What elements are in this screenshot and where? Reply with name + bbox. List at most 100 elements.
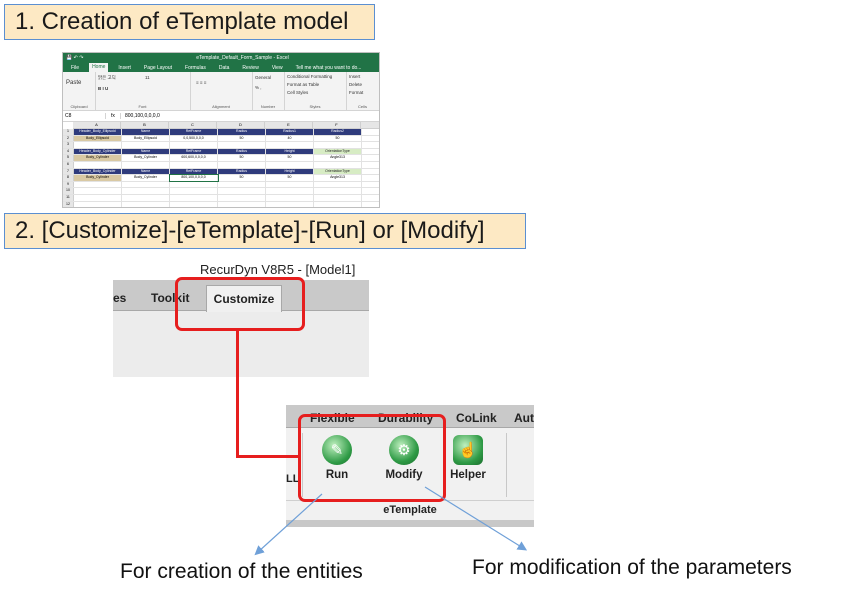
table-cell[interactable] [122,201,170,207]
tab-review[interactable]: Review [242,64,259,71]
delete-cells-button[interactable]: Delete [349,82,363,87]
tab-view[interactable]: View [271,64,283,71]
table-cell[interactable]: Body_Ellipsoid [122,135,170,142]
tab-formulas[interactable]: Formulas [185,64,206,71]
modify-button[interactable]: ⚙ Modify [379,435,429,481]
row-number[interactable]: 12 [63,201,74,207]
table-cell[interactable]: 600,600,0,0,0,0 [170,155,218,161]
row-number[interactable]: 8 [63,175,74,181]
table-cell[interactable]: Radius [218,129,266,135]
table-cell[interactable] [170,194,218,201]
table-cell[interactable] [74,201,122,207]
table-cell[interactable]: Header_Body_Ellipsoid [74,129,122,135]
table-cell[interactable]: Body_Ellipsoid [74,135,122,142]
table-cell[interactable] [122,194,170,201]
table-cell[interactable] [74,142,122,148]
table-cell[interactable]: Radius1 [266,129,314,135]
percent-comma-buttons[interactable]: % , [255,85,262,90]
column-header-f[interactable]: F [313,122,361,128]
tell-me-box[interactable]: Tell me what you want to do... [295,64,362,71]
table-cell[interactable]: Body_Cylinder [122,175,170,181]
table-cell[interactable]: Name [122,168,170,175]
table-cell[interactable]: 0,0,500,0,0,0 [170,135,218,142]
paste-button[interactable]: Paste [66,80,82,86]
table-cell[interactable]: Angle313 [314,175,362,181]
table-cell[interactable] [122,161,170,168]
row-number[interactable]: 5 [63,155,74,161]
run-button[interactable]: ✎ Run [312,435,362,481]
row-number[interactable]: 9 [63,181,74,188]
table-cell[interactable]: 50 [218,135,266,142]
table-cell[interactable] [218,188,266,194]
column-header-d[interactable]: D [217,122,265,128]
table-cell[interactable] [266,161,314,168]
tab-file[interactable]: File [71,64,80,71]
table-cell[interactable] [170,142,218,148]
table-cell[interactable]: Name [122,129,170,135]
column-header-e[interactable]: E [265,122,313,128]
table-cell[interactable] [218,194,266,201]
table-cell[interactable] [266,201,314,207]
table-cell[interactable] [266,142,314,148]
table-cell[interactable] [74,161,122,168]
table-cell[interactable] [170,161,218,168]
table-cell[interactable]: Name [122,148,170,155]
tab-data[interactable]: Data [218,64,230,71]
table-cell[interactable] [314,142,362,148]
number-format-select[interactable]: General [255,75,272,80]
tab-home[interactable]: Home [89,63,109,72]
tab-page-layout[interactable]: Page Layout [143,64,173,71]
table-cell[interactable] [314,201,362,207]
table-cell[interactable]: 50 [218,155,266,161]
format-as-table-button[interactable]: Format as Table [287,82,320,87]
font-size-select[interactable]: 11 [145,75,150,80]
table-cell[interactable]: Radius [218,168,266,175]
table-cell[interactable]: 50 [266,155,314,161]
table-cell[interactable]: Header_Body_Cylinder [74,168,122,175]
table-cell[interactable] [170,201,218,207]
table-cell[interactable] [314,181,362,188]
table-cell[interactable] [170,188,218,194]
table-cell[interactable]: Height [266,168,314,175]
font-style-buttons[interactable]: B I U [98,86,109,91]
row-number[interactable]: 6 [63,161,74,168]
table-cell[interactable] [74,188,122,194]
table-cell[interactable] [218,161,266,168]
insert-cells-button[interactable]: Insert [349,74,361,79]
table-cell[interactable] [314,188,362,194]
table-cell[interactable]: Height [266,148,314,155]
table-cell[interactable] [314,194,362,201]
table-cell[interactable]: RefFrame [170,129,218,135]
table-cell[interactable] [266,188,314,194]
table-cell[interactable]: Body_Cylinder [74,175,122,181]
table-cell[interactable] [122,142,170,148]
table-cell[interactable] [314,161,362,168]
table-cell[interactable]: Body_Cylinder [122,155,170,161]
table-cell[interactable]: 50 [314,135,362,142]
table-cell[interactable]: Angle313 [314,155,362,161]
column-header-c[interactable]: C [169,122,217,128]
row-number[interactable]: 4 [63,148,74,155]
table-cell[interactable] [218,142,266,148]
formula-input[interactable]: 800,100,0,0,0,0 [125,113,160,119]
tab-toolkit[interactable]: Toolkit [151,291,190,305]
table-cell[interactable] [170,181,218,188]
table-cell[interactable] [218,201,266,207]
table-cell[interactable] [122,188,170,194]
row-number[interactable]: 7 [63,168,74,175]
fx-icon[interactable]: fx [106,113,121,119]
name-box[interactable]: C8 [63,113,106,119]
table-cell[interactable]: 800,100,0,0,0,0 [169,174,219,182]
table-cell[interactable]: OrientationType [314,168,362,175]
table-cell[interactable]: Radius2 [314,129,362,135]
quick-access-toolbar[interactable]: 💾 ↶ ↷ [66,55,84,61]
table-cell[interactable] [218,181,266,188]
column-header-a[interactable]: A [73,122,121,128]
row-number[interactable]: 10 [63,188,74,194]
row-number[interactable]: 2 [63,135,74,142]
tab-colink[interactable]: CoLink [456,411,497,425]
table-cell[interactable] [266,194,314,201]
table-cell[interactable] [122,181,170,188]
row-number[interactable]: 1 [63,129,74,135]
table-cell[interactable]: OrientationType [314,148,362,155]
